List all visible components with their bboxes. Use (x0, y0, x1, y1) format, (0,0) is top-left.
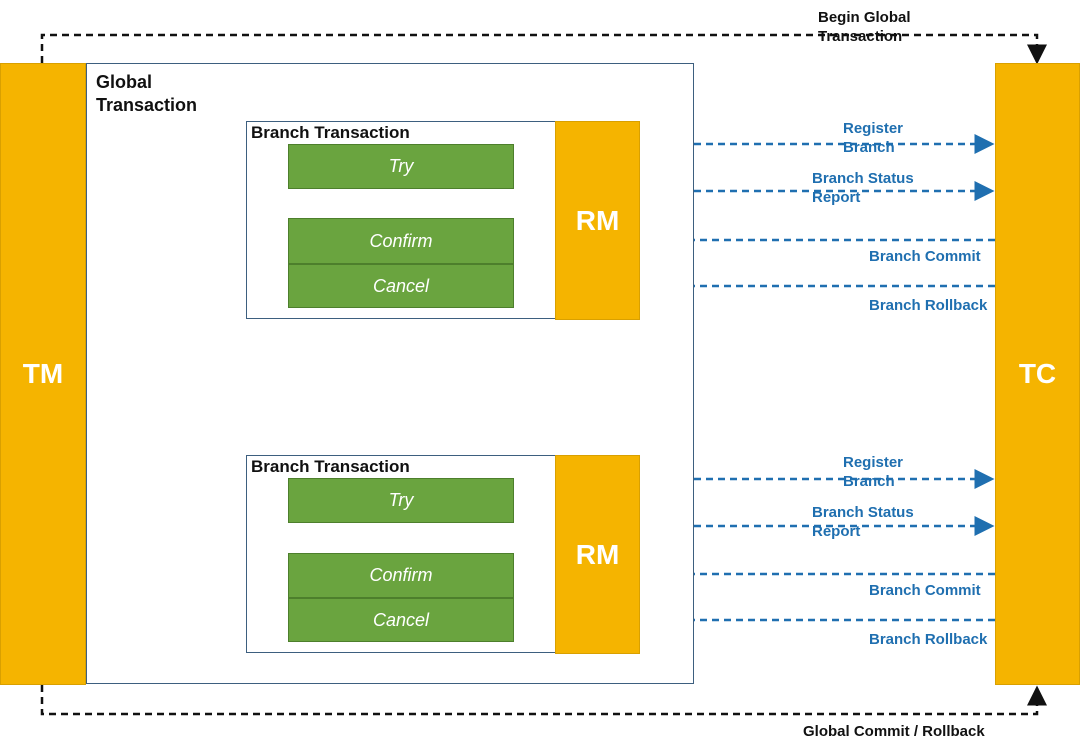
global-commit-arrow (40, 685, 1047, 716)
branch-transaction-title: Branch Transaction (251, 123, 410, 142)
tm-bar: TM (0, 63, 86, 685)
begin-global-label: Begin Global Transaction (818, 9, 911, 45)
branch-status-label: Branch Status Report (812, 504, 914, 540)
cancel-label: Cancel (372, 609, 430, 630)
branch-transaction-title: Branch Transaction (251, 457, 410, 476)
try-label: Try (388, 156, 414, 176)
cancel-box: Cancel (288, 598, 514, 642)
branch-commit-label: Branch Commit (869, 582, 981, 599)
tm-label: TM (22, 358, 64, 389)
branch-rollback-label: Branch Rollback (869, 631, 988, 648)
rm-box: RM (555, 121, 640, 320)
confirm-label: Confirm (369, 230, 433, 251)
try-label: Try (388, 490, 414, 510)
confirm-box: Confirm (288, 553, 514, 598)
confirm-label: Confirm (369, 565, 433, 585)
cancel-box: Cancel (288, 264, 514, 308)
global-commit-label: Global Commit / Rollback (803, 723, 985, 740)
try-box: Try (288, 144, 514, 189)
rm-label: RM (575, 204, 620, 236)
rm-label: RM (575, 538, 620, 570)
confirm-box: Confirm (288, 218, 514, 264)
branch-status-label: Branch Status Report (812, 170, 914, 206)
branch-commit-label: Branch Commit (869, 248, 981, 265)
branch-rollback-label: Branch Rollback (869, 297, 988, 314)
register-branch-label: Register Branch (843, 454, 904, 490)
rm-box: RM (555, 455, 640, 654)
tc-label: TC (1018, 358, 1057, 389)
begin-global-arrow (40, 33, 1047, 65)
tc-bar: TC (995, 63, 1080, 685)
cancel-label: Cancel (372, 275, 430, 296)
global-transaction-label: Global Transaction (96, 72, 198, 115)
register-branch-label: Register Branch (843, 120, 904, 156)
try-box: Try (288, 478, 514, 523)
